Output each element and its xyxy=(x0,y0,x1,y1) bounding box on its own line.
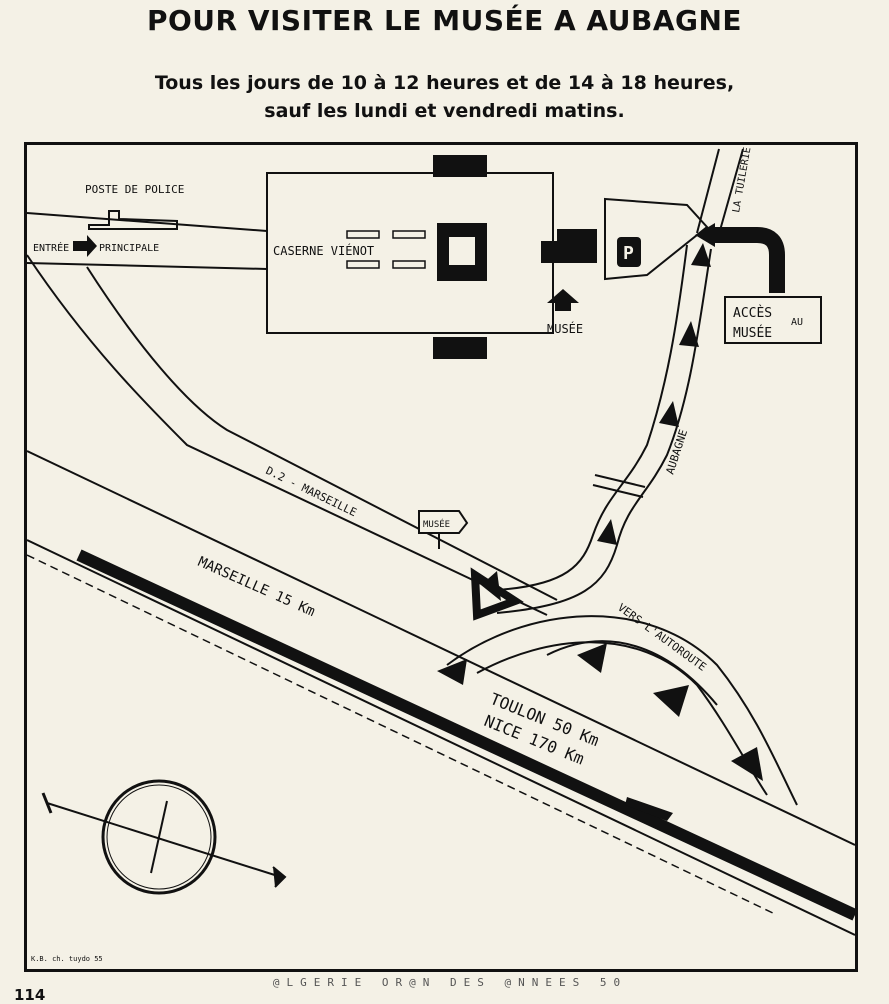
label-poste-police: POSTE DE POLICE xyxy=(85,183,184,196)
parking-lot xyxy=(604,197,709,281)
label-acces: ACCÈS xyxy=(733,305,772,321)
museum-building xyxy=(541,229,597,311)
page-number: 114 xyxy=(14,986,46,1004)
label-vers-autoroute: VERS L'AUTOROUTE xyxy=(615,601,708,674)
entrance-arrow-icon xyxy=(73,235,97,257)
label-acces-musee: MUSÉE xyxy=(733,325,772,341)
map-credit: K.B. ch. tuydo 55 xyxy=(31,955,103,963)
access-arrow xyxy=(695,223,822,344)
opening-hours-line1: Tous les jours de 10 à 12 heures et de 1… xyxy=(154,72,735,94)
road-tuilerie xyxy=(696,148,744,242)
access-map: POSTE DE POLICE ENTRÉE PRINCIPALE CASERN… xyxy=(24,142,858,972)
map-drawing: POSTE DE POLICE ENTRÉE PRINCIPALE CASERN… xyxy=(27,146,855,963)
page-title: POUR VISITER LE MUSÉE A AUBAGNE xyxy=(146,4,743,37)
bridge xyxy=(592,474,646,498)
label-musee: MUSÉE xyxy=(547,321,583,336)
label-acces-au: AU xyxy=(791,317,803,328)
label-marseille-15km: MARSEILLE 15 Km xyxy=(195,554,317,620)
road-d2 xyxy=(27,212,558,616)
opening-hours-line2: sauf les lundi et vendredi matins. xyxy=(264,100,625,122)
motorway xyxy=(27,450,855,936)
police-post xyxy=(88,210,178,230)
label-principale: PRINCIPALE xyxy=(99,243,159,254)
sign-musee: MUSÉE xyxy=(423,518,450,530)
label-entree: ENTRÉE xyxy=(33,241,69,254)
parking-icon: P xyxy=(623,243,634,264)
compass xyxy=(41,779,287,895)
route-arrows xyxy=(470,243,711,621)
label-caserne: CASERNE VIÉNOT xyxy=(273,243,374,258)
signpost xyxy=(418,510,469,549)
watermark: @LGERIE OR@N DES @NNEES 50 xyxy=(272,976,628,989)
interchange-arrows xyxy=(437,643,763,821)
